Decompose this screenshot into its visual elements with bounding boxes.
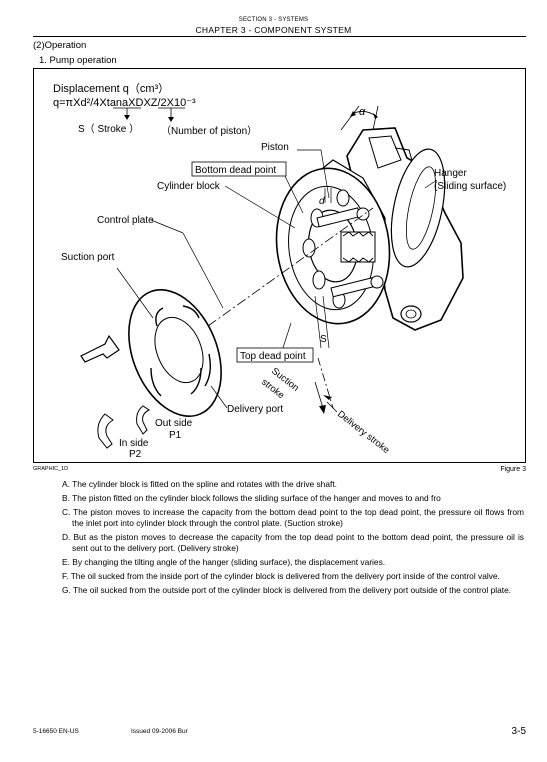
bottom-dead-point-label: Bottom dead point <box>195 165 276 176</box>
control-plate <box>128 289 222 417</box>
rotation-arrow-icon <box>80 334 120 363</box>
in-side-p2-label: P2 <box>129 449 142 460</box>
step-f: F. The oil sucked from the inside port o… <box>62 571 500 582</box>
chapter-title: CHAPTER 3 - COMPONENT SYSTEM <box>195 25 352 35</box>
figure-frame <box>33 68 526 463</box>
s-label: S <box>320 334 327 345</box>
out-side-label: Out side <box>155 418 193 429</box>
cylinder-block-label: Cylinder block <box>157 181 221 192</box>
section-title: SECTION 3 - SYSTEMS <box>238 17 309 23</box>
top-dead-point-label: Top dead point <box>240 351 306 362</box>
step-a: A. The cylinder block is fitted on the s… <box>62 479 337 489</box>
figure-caption: Figure 3 <box>500 466 526 473</box>
formula-title: Displacement q（cm³） <box>53 82 169 95</box>
footer-issue: Issued 09-2006 Bur <box>131 728 188 735</box>
in-side-arrow-icon <box>97 413 114 449</box>
piston-label: Piston <box>261 142 289 153</box>
sliding-surface-label: (Sliding surface) <box>434 181 506 192</box>
header-rule <box>33 36 526 37</box>
subheading: 1. Pump operation <box>39 55 117 66</box>
out-side-arrow-icon <box>136 405 150 435</box>
pump-operation-figure: Displacement q（cm³） q=πXd²/4XtanaXDXZ/2X… <box>53 82 506 460</box>
step-c: C. The piston moves to increase the capa… <box>62 507 524 528</box>
step-e: E. By changing the tilting angle of the … <box>62 556 386 567</box>
graphic-id: GRAPHIC_1D <box>33 466 69 472</box>
step-b: B. The piston fitted on the cylinder blo… <box>62 493 441 504</box>
suction-port-label: Suction port <box>61 252 115 263</box>
page-number: 3-5 <box>511 726 526 737</box>
footer-doc-code: 5-16650 EN-US <box>33 728 79 735</box>
step-d: D. But as the piston moves to decrease t… <box>62 532 524 553</box>
d-label: d <box>319 196 325 207</box>
alpha-label: α <box>359 106 366 118</box>
operation-steps: A. The cylinder block is fitted on the s… <box>62 479 524 600</box>
out-side-p1-label: P1 <box>169 430 182 441</box>
section-number: (2)Operation <box>33 40 87 51</box>
formula: q=πXd²/4XtanaXDXZ/2X10⁻³ <box>53 97 196 109</box>
delivery-stroke-label: Delivery stroke <box>335 409 391 456</box>
piston-count-label: （Number of piston） <box>161 125 257 137</box>
in-side-label: In side <box>119 438 149 449</box>
control-plate-label: Control plate <box>97 215 154 226</box>
stroke-label: S（ Stroke ） <box>78 123 139 135</box>
step-g: G. The oil sucked from the outside port … <box>62 585 512 596</box>
delivery-port-label: Delivery port <box>227 404 283 415</box>
hanger-label: Hanger <box>434 168 467 179</box>
